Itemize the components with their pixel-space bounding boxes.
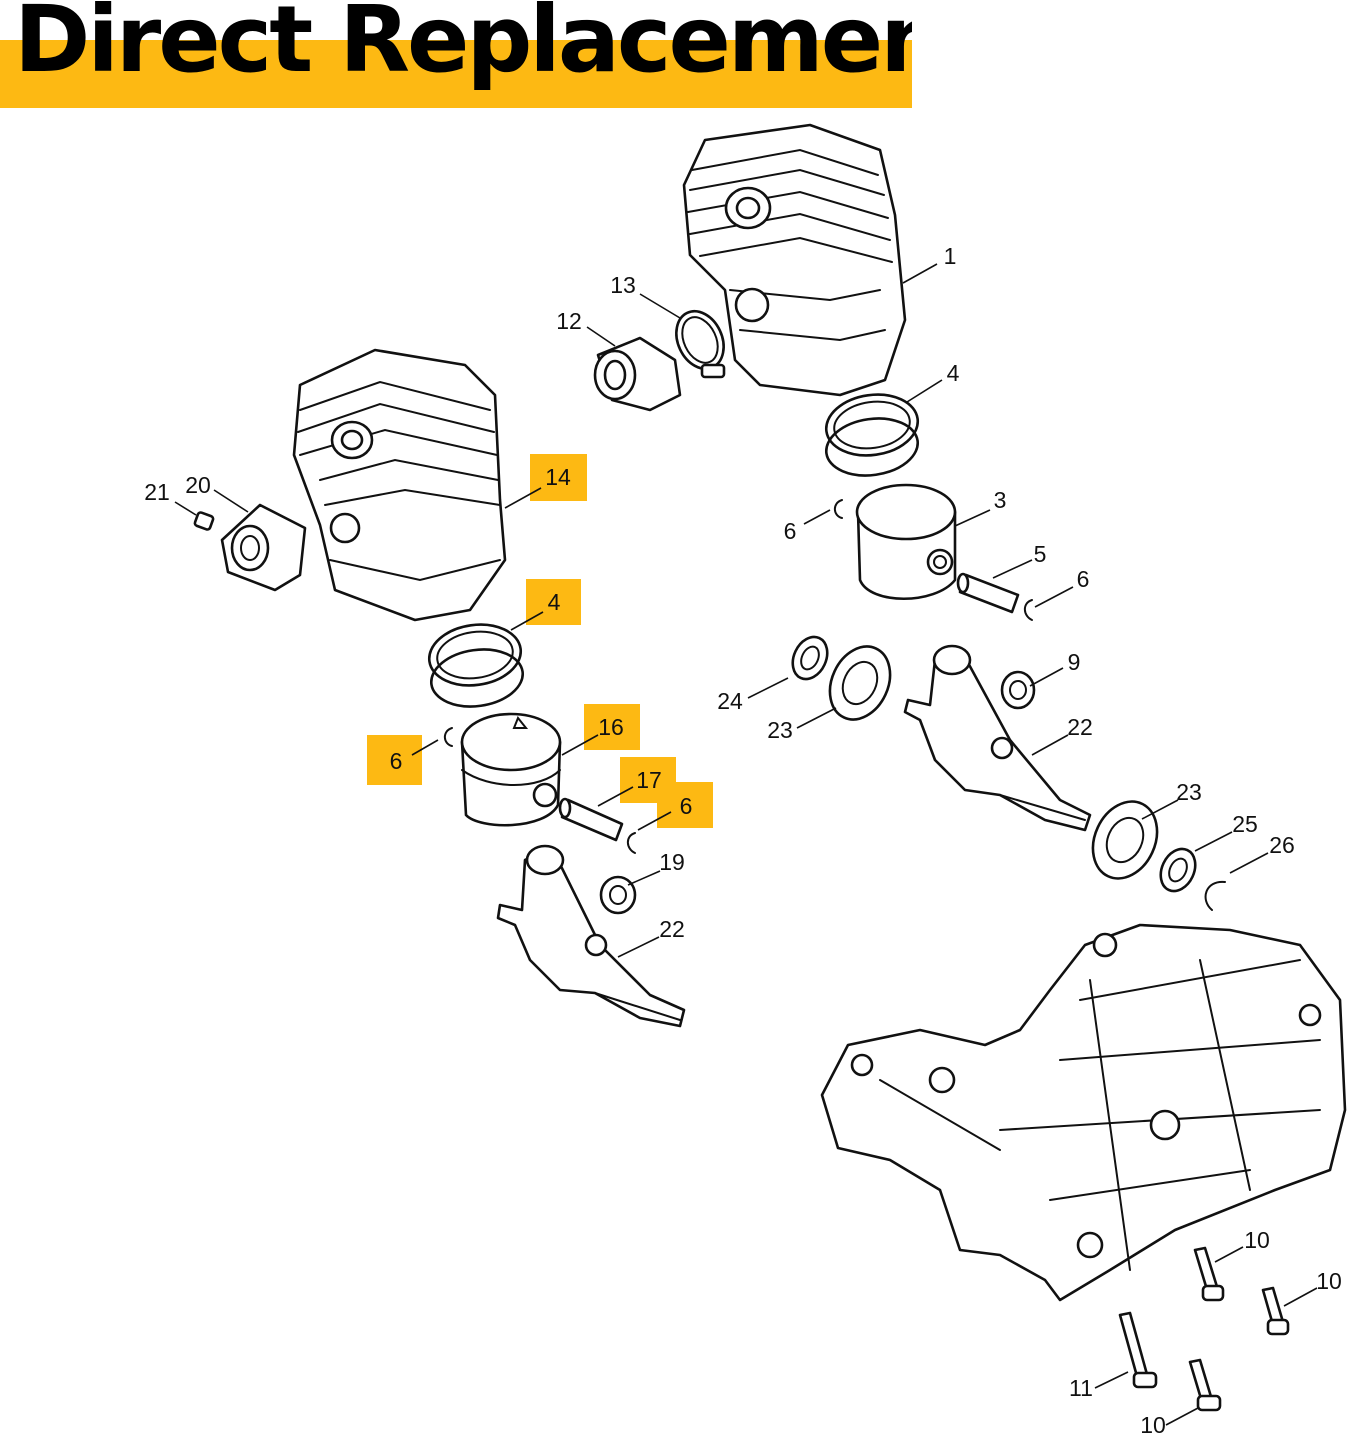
leader-lines bbox=[174, 263, 1318, 1426]
screw-part-10-b bbox=[1261, 1286, 1290, 1336]
oil-seal-part-24 bbox=[791, 635, 829, 681]
callout-4-left: 4 bbox=[548, 589, 561, 615]
title-banner: Direct Replacement bbox=[0, 0, 912, 108]
callout-6-upper-right: 6 bbox=[1077, 566, 1090, 592]
callout-21: 21 bbox=[144, 479, 170, 505]
callout-24: 24 bbox=[717, 688, 743, 714]
callout-14: 14 bbox=[545, 464, 571, 490]
callout-25: 25 bbox=[1232, 811, 1258, 837]
intake-flange-part-20 bbox=[220, 503, 307, 592]
piston-pin-part-5 bbox=[956, 572, 1020, 614]
callout-10-c: 10 bbox=[1140, 1412, 1166, 1438]
piston-part-16 bbox=[460, 712, 562, 827]
piston-rings-part-4-upper bbox=[824, 393, 920, 477]
callout-4-upper: 4 bbox=[947, 360, 960, 386]
piston-part-3 bbox=[855, 483, 957, 601]
callout-11: 11 bbox=[1069, 1375, 1093, 1401]
crankcase-housing bbox=[820, 923, 1347, 1302]
callout-5: 5 bbox=[1034, 541, 1047, 567]
needle-bearing-part-19 bbox=[599, 875, 637, 915]
crankshaft-part-22-lower bbox=[496, 844, 686, 1028]
circlip-part-6-upper-right bbox=[1023, 599, 1033, 621]
cylinder-part-1 bbox=[682, 123, 907, 397]
callout-6-right: 6 bbox=[680, 793, 693, 819]
callout-6-upper-left: 6 bbox=[784, 518, 797, 544]
callout-16: 16 bbox=[598, 714, 624, 740]
piston-pin-part-17 bbox=[558, 797, 624, 842]
circlip-part-6-right bbox=[626, 832, 636, 854]
callout-10-a: 10 bbox=[1244, 1227, 1270, 1253]
screw-part-10-c bbox=[1188, 1358, 1222, 1412]
callout-12: 12 bbox=[556, 308, 582, 334]
banner-title: Direct Replacement bbox=[14, 0, 912, 93]
callout-9: 9 bbox=[1068, 649, 1081, 675]
callout-6-left: 6 bbox=[390, 748, 403, 774]
callout-20: 20 bbox=[185, 472, 211, 498]
intake-manifold-part-12 bbox=[593, 336, 682, 412]
callout-22-lower: 22 bbox=[659, 916, 685, 942]
highlight-box-6-right bbox=[657, 782, 713, 828]
cylinder-part-14 bbox=[292, 348, 507, 622]
snap-ring-part-26 bbox=[1204, 880, 1226, 911]
highlight-box-16 bbox=[584, 704, 640, 750]
highlight-box-6-left bbox=[367, 735, 422, 785]
callout-26: 26 bbox=[1269, 832, 1295, 858]
highlight-box-4 bbox=[526, 579, 581, 625]
screw-part-21 bbox=[193, 511, 215, 531]
screw-part-10-a bbox=[1193, 1246, 1225, 1302]
callout-23-lower: 23 bbox=[1176, 779, 1202, 805]
circlip-part-6-upper-left bbox=[833, 499, 843, 519]
callout-17: 17 bbox=[636, 767, 662, 793]
piston-rings-part-4-left bbox=[427, 623, 525, 708]
callout-22-upper: 22 bbox=[1067, 714, 1093, 740]
hose-clamp-part-13 bbox=[675, 309, 726, 379]
banner-highlight-bar bbox=[0, 40, 912, 108]
callout-1: 1 bbox=[944, 243, 957, 269]
highlight-boxes bbox=[367, 454, 713, 828]
callout-13: 13 bbox=[610, 272, 636, 298]
callout-3: 3 bbox=[994, 487, 1007, 513]
needle-bearing-part-9 bbox=[1000, 670, 1036, 710]
screw-part-11 bbox=[1118, 1311, 1158, 1389]
callout-23-upper: 23 bbox=[767, 717, 793, 743]
callout-19: 19 bbox=[659, 849, 685, 875]
highlight-box-14 bbox=[530, 454, 587, 501]
callout-10-b: 10 bbox=[1316, 1268, 1342, 1294]
callout-labels: 1 13 12 4 6 3 5 6 21 20 14 4 16 6 17 6 9… bbox=[144, 243, 1342, 1438]
circlip-part-6-left bbox=[443, 727, 453, 747]
crankshaft-part-22-upper bbox=[903, 644, 1092, 832]
ball-bearing-part-23-upper bbox=[828, 645, 892, 721]
ball-bearing-part-23-lower bbox=[1091, 800, 1159, 880]
oil-seal-part-25 bbox=[1159, 847, 1197, 893]
